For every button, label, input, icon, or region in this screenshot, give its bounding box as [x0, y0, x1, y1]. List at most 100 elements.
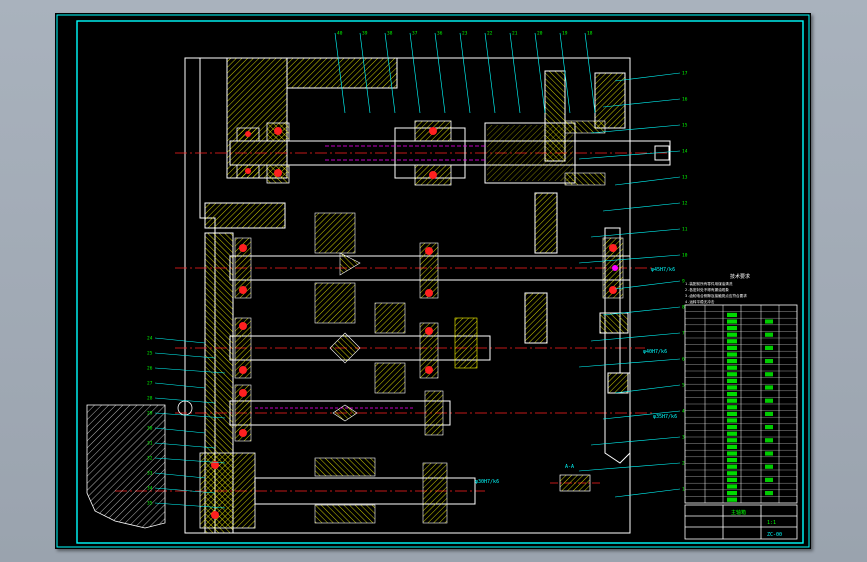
balloon-left-9: 33	[147, 471, 153, 477]
balloon-right-9: 8	[682, 305, 685, 311]
left-casting	[86, 400, 193, 529]
parts-table-entry	[765, 438, 773, 443]
leader-right-15	[578, 462, 681, 472]
parts-table-entry	[727, 326, 737, 331]
leader-top-2	[384, 32, 396, 114]
leader-right-9	[602, 306, 681, 316]
parts-table-entry	[765, 451, 773, 456]
leader-top-1	[359, 32, 371, 114]
parts-table-entry	[765, 345, 773, 350]
balloon-top-7: 21	[512, 31, 518, 37]
parts-table-entry	[727, 471, 737, 476]
leader-right-2	[590, 124, 681, 134]
shaft-1	[175, 120, 671, 186]
balloon-right-11: 6	[682, 357, 685, 363]
leader-top-8	[534, 32, 546, 114]
leader-top-0	[334, 32, 346, 114]
parts-table-entry	[727, 352, 737, 357]
balloon-right-3: 14	[682, 149, 688, 155]
parts-table-entry	[727, 345, 737, 350]
balloon-top-1: 39	[362, 31, 368, 37]
technical-notes: 技术要求 1.装配前所有零件用煤油清洗 2.各密封处不得有漏油现象 3.齿轮啮合…	[685, 273, 750, 304]
balloon-left-6: 30	[147, 426, 153, 432]
leader-left-7	[154, 442, 216, 449]
leader-lines: 2425262728293031323334351716151413121110…	[147, 31, 688, 509]
leader-right-11	[578, 358, 681, 368]
parts-table-entry	[727, 418, 737, 423]
leader-right-1	[602, 98, 681, 108]
detail-label: A-A	[565, 464, 574, 470]
parts-table-entry	[765, 491, 773, 496]
leader-left-9	[154, 472, 206, 479]
balloon-right-16: 1	[682, 487, 685, 493]
leader-top-9	[559, 32, 571, 114]
dim-label-1: φ45H7/k6	[651, 267, 675, 273]
leader-left-8	[154, 457, 226, 464]
balloon-right-7: 10	[682, 253, 688, 259]
bearings-shaft-1	[236, 120, 452, 186]
leader-right-7	[578, 254, 681, 264]
leader-left-3	[154, 382, 206, 389]
leader-right-5	[602, 202, 681, 212]
balloon-left-1: 25	[147, 351, 153, 357]
parts-table-entry	[727, 444, 737, 449]
balloon-top-5: 23	[462, 31, 468, 37]
leader-right-10	[590, 332, 681, 342]
balloon-top-3: 37	[412, 31, 418, 37]
leader-left-10	[154, 487, 216, 494]
balloon-right-0: 17	[682, 71, 688, 77]
leader-top-10	[584, 32, 596, 114]
leader-top-3	[409, 32, 421, 114]
parts-table-entry	[765, 372, 773, 377]
parts-table-entry	[727, 497, 737, 502]
balloon-right-12: 5	[682, 383, 685, 389]
parts-table-entry	[765, 398, 773, 403]
leader-left-11	[154, 502, 226, 509]
cad-drawing-canvas[interactable]: A-A φ45H7/k6 φ40H7/k6 φ35H7/k6 φ30H7/k6 …	[55, 13, 811, 549]
parts-table-entry	[727, 491, 737, 496]
note-line-3: 3.齿轮啮合侧隙及接触斑点应符合要求	[685, 293, 747, 298]
leader-left-0	[154, 337, 206, 344]
inner-frame	[76, 20, 804, 544]
parts-table-entry	[765, 332, 773, 337]
parts-table-entry	[727, 392, 737, 397]
parts-table-entry	[765, 385, 773, 390]
output-shaft	[115, 452, 485, 529]
leader-top-5	[459, 32, 471, 114]
dim-label-2: φ40H7/k6	[643, 349, 667, 355]
parts-table-entry	[727, 372, 737, 377]
parts-table-entry	[727, 312, 737, 317]
parts-table-entry	[727, 477, 737, 482]
balloon-left-11: 35	[147, 501, 153, 507]
balloon-top-0: 40	[337, 31, 343, 37]
shaft-4	[175, 384, 655, 442]
parts-table-entry	[727, 365, 737, 370]
leader-left-5	[154, 412, 226, 419]
shaft-3	[175, 302, 645, 394]
balloon-left-10: 34	[147, 486, 153, 492]
parts-table-entry	[727, 431, 737, 436]
balloon-left-4: 28	[147, 396, 153, 402]
notes-title: 技术要求	[730, 273, 750, 280]
balloon-left-3: 27	[147, 381, 153, 387]
balloon-right-13: 4	[682, 409, 685, 415]
balloon-right-15: 2	[682, 461, 685, 467]
housing	[184, 57, 631, 534]
note-line-4: 4.运转平稳无冲击	[685, 299, 715, 304]
balloon-left-2: 26	[147, 366, 153, 372]
parts-table-entry	[765, 464, 773, 469]
parts-table-entry	[727, 398, 737, 403]
leader-left-1	[154, 352, 216, 359]
leader-right-14	[590, 436, 681, 446]
leader-right-6	[590, 228, 681, 238]
balloon-top-6: 22	[487, 31, 493, 37]
parts-table-entry	[727, 438, 737, 443]
leader-right-12	[614, 384, 681, 394]
balloon-right-5: 12	[682, 201, 688, 207]
parts-table-entry	[727, 339, 737, 344]
leader-left-2	[154, 367, 226, 374]
parts-table-entry	[765, 319, 773, 324]
parts-table-entry	[727, 378, 737, 383]
detail-view: A-A	[550, 464, 600, 492]
balloon-left-8: 32	[147, 456, 153, 462]
